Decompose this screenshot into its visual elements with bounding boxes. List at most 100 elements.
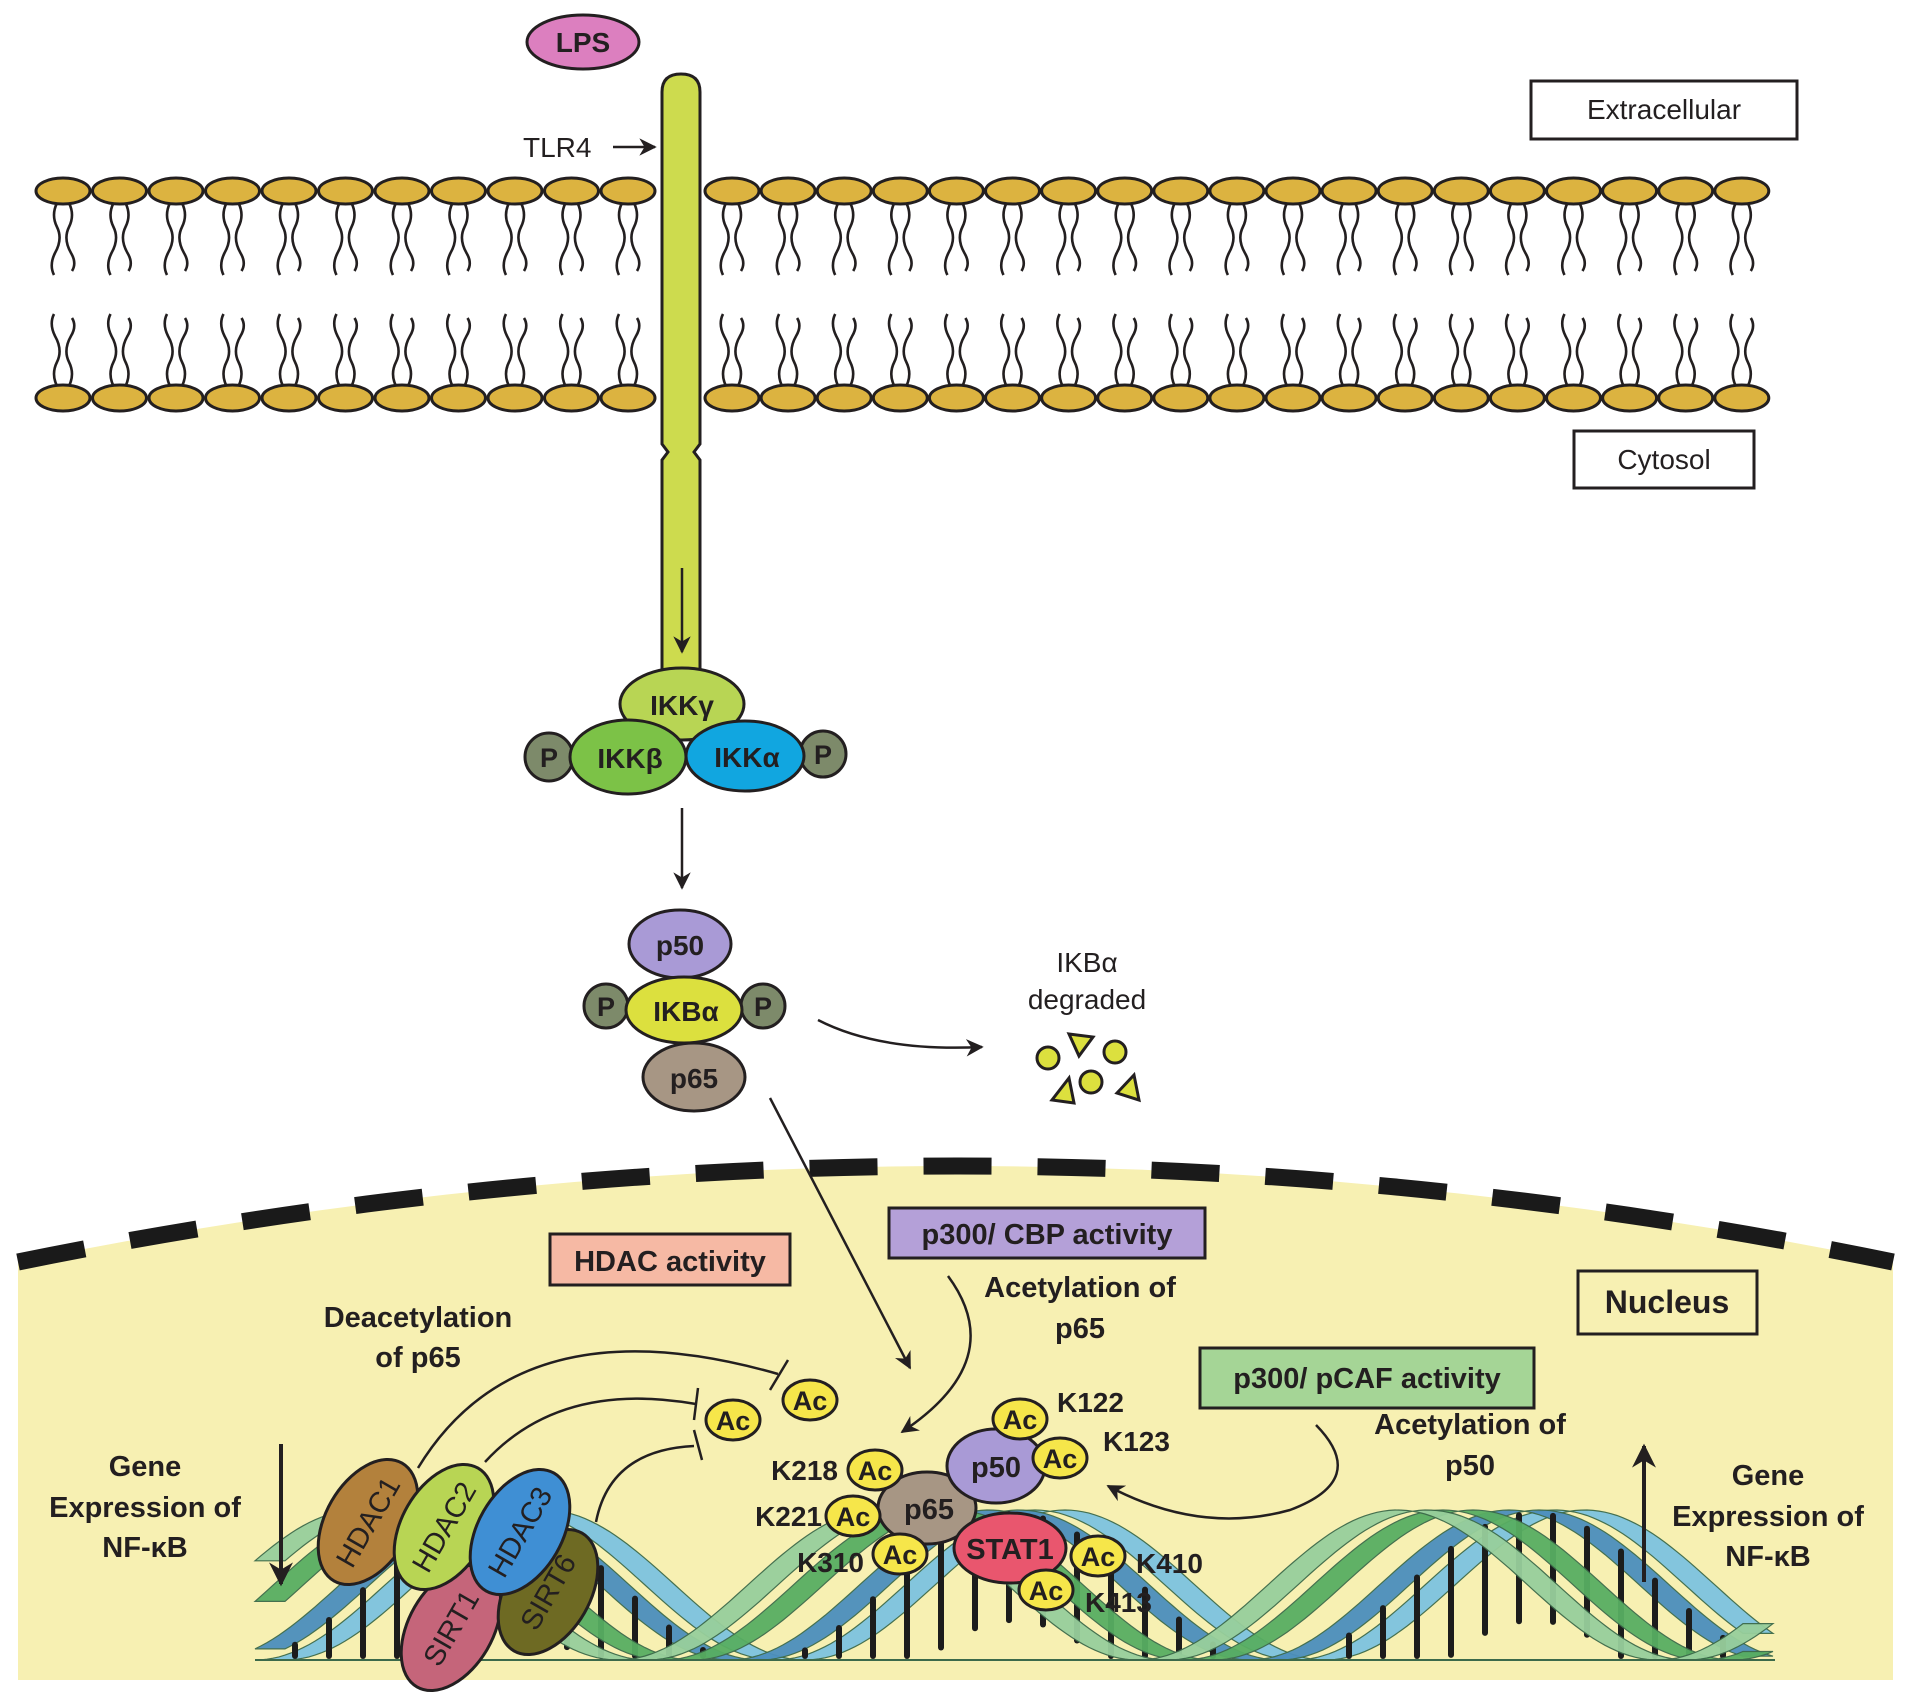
fragment-triangle <box>1049 1074 1076 1105</box>
ikk-alpha-label: IKKα <box>714 742 779 773</box>
lps-ligand: LPS <box>525 13 641 71</box>
ikb-p65-label: p65 <box>670 1063 718 1094</box>
ikk-phospho-right-label: P <box>814 740 832 770</box>
phospholipid <box>204 176 261 413</box>
ikba <box>624 975 744 1045</box>
ikk-complex: P P IKKγ IKKβ IKKα <box>523 666 848 796</box>
acetylation-p50-line2: p50 <box>1445 1450 1495 1482</box>
lipid-head <box>91 176 148 206</box>
lipid-head <box>1152 176 1210 206</box>
p300-cbp-activity-label: p300/ CBP activity <box>922 1219 1173 1251</box>
acetylation-p65-text: Acetylation of p65 <box>984 1272 1176 1345</box>
gene-up-line1: Gene <box>1732 1460 1805 1492</box>
phospholipid <box>1320 176 1378 413</box>
phospholipid <box>147 176 205 413</box>
lipid-head <box>984 176 1041 206</box>
bound-nfkb-complex: p65 p50 STAT1 <box>876 1427 1068 1585</box>
acetylation-p50-line1: Acetylation of <box>1374 1409 1566 1441</box>
lipid-head <box>543 176 600 206</box>
lipid-head <box>1545 383 1602 413</box>
hdac-activity-box: HDAC activity <box>548 1232 792 1287</box>
lipid-head <box>1208 383 1266 413</box>
lipid-head <box>703 383 761 413</box>
ikba-fragments <box>1035 1032 1141 1105</box>
inhibition-bar <box>768 1359 790 1391</box>
lipid-head <box>1320 383 1378 413</box>
site-k122: K122 <box>1057 1387 1124 1418</box>
phospholipid <box>1152 176 1210 413</box>
arrow-p65-translocation <box>768 1097 912 1370</box>
lysine-site-labels: K218 K221 K310 K122 K123 K410 K413 <box>755 1387 1203 1618</box>
gene-expression-increase: Gene Expression of NF-κB <box>1632 1443 1864 1582</box>
gene-down-line1: Gene <box>109 1451 182 1483</box>
ikk-beta-label: IKKβ <box>597 743 662 774</box>
lipid-head <box>1545 176 1602 206</box>
phospholipid <box>543 176 600 413</box>
plasma-membrane <box>34 176 1771 413</box>
acetyl-group-k413: Ac <box>1017 1568 1075 1612</box>
lipid-head <box>1264 383 1322 413</box>
lipid-head <box>1320 176 1378 206</box>
acetyl-group-k122: Ac <box>991 1397 1049 1441</box>
deacetylation-line2: of p65 <box>375 1342 460 1374</box>
acetyl-group-free: Ac <box>781 1378 839 1422</box>
acetyl-group-k310: Ac <box>871 1532 929 1576</box>
svg-text:Ac: Ac <box>836 1502 871 1532</box>
lipid-head <box>147 176 205 206</box>
lipid-head <box>599 176 657 206</box>
inhibition-arc-hdac1 <box>416 1350 779 1469</box>
lipid-head <box>1376 176 1434 206</box>
p300-cbp-activity-box: p300/ CBP activity <box>887 1206 1207 1260</box>
lipid-head <box>815 383 873 413</box>
lipid-head <box>1657 383 1715 413</box>
lps-ellipse <box>525 13 641 71</box>
lipid-head <box>1657 176 1715 206</box>
bound-stat1 <box>952 1511 1068 1585</box>
lipid-head <box>317 176 374 206</box>
phospholipid <box>927 176 985 413</box>
dna-strand <box>253 1509 1775 1661</box>
phospholipid <box>1040 176 1098 413</box>
lipid-head <box>34 176 92 206</box>
lipid-head <box>984 383 1041 413</box>
phospholipid <box>703 176 761 413</box>
phospholipid <box>430 176 487 413</box>
svg-text:Ac: Ac <box>1081 1542 1116 1572</box>
cytosol-label: Cytosol <box>1617 444 1710 475</box>
lipid-head <box>430 176 487 206</box>
arrow-pcaf-acetylation <box>1106 1424 1339 1520</box>
phospholipid <box>486 176 544 413</box>
site-k310: K310 <box>797 1547 864 1578</box>
phospholipid <box>1376 176 1434 413</box>
lipid-head <box>1040 176 1098 206</box>
phospholipid <box>34 176 92 413</box>
site-k410: K410 <box>1136 1548 1203 1579</box>
tlr4-label: TLR4 <box>523 132 591 163</box>
inhibition-bar <box>692 1387 700 1421</box>
sirt1: SIRT1 <box>399 1563 503 1693</box>
gene-down-line2: Expression of <box>49 1492 241 1524</box>
extracellular-label: Extracellular <box>1587 94 1741 125</box>
lipid-head <box>927 383 985 413</box>
fragment-circle <box>1078 1069 1104 1095</box>
lipid-head <box>1152 383 1210 413</box>
phospholipid <box>317 176 374 413</box>
hdac-activity-label: HDAC activity <box>574 1246 766 1278</box>
svg-text:Ac: Ac <box>793 1386 828 1416</box>
ikk-phospho-left-label: P <box>540 743 558 773</box>
phospholipid <box>1488 176 1546 413</box>
acetyl-group-k410: Ac <box>1069 1534 1127 1578</box>
fragment-circle <box>1102 1039 1128 1065</box>
arrow-ikba-degradation <box>817 1018 984 1057</box>
lipid-head <box>1208 176 1266 206</box>
lipid-head <box>1488 176 1546 206</box>
ikk-gamma-label: IKKγ <box>650 690 714 721</box>
svg-text:Ac: Ac <box>1029 1576 1064 1606</box>
lipid-head <box>260 383 318 413</box>
arrow-cbp-acetylation <box>900 1275 972 1434</box>
ikb-phospho-right-label: P <box>754 992 772 1022</box>
lipid-head <box>1432 176 1490 206</box>
fragment-triangle <box>1114 1071 1141 1103</box>
acetyl-group-k123: Ac <box>1031 1436 1089 1480</box>
